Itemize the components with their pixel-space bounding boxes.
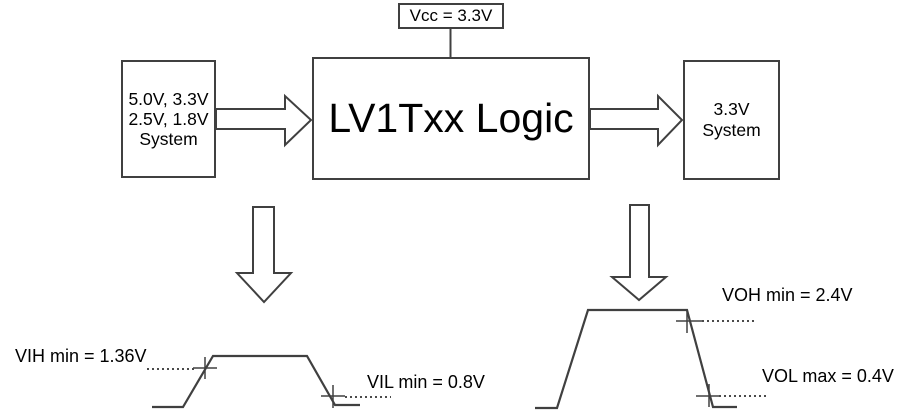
logic-box-label: LV1Txx Logic	[328, 94, 574, 141]
voh-label: VOH min = 2.4V	[722, 285, 853, 305]
output-system-line: 3.3V	[713, 99, 750, 119]
down-arrow-input	[234, 206, 294, 304]
flow-arrow-output	[589, 93, 684, 148]
logic-box: LV1Txx Logic	[312, 57, 590, 180]
vcc-label: Vcc = 3.3V	[409, 5, 493, 25]
input-system-line: System	[139, 129, 198, 149]
vil-label: VIL min = 0.8V	[367, 372, 485, 392]
vol-label: VOL max = 0.4V	[762, 366, 894, 386]
output-system-line: System	[702, 120, 761, 140]
down-arrow-output	[609, 204, 669, 302]
input-system-line: 2.5V, 1.8V	[128, 109, 209, 129]
vil-threshold-tick	[321, 385, 345, 408]
vih-threshold-tick	[193, 357, 217, 379]
vol-threshold-tick	[696, 384, 719, 407]
voh-threshold-tick	[676, 310, 702, 333]
output-system-box: 3.3V System	[683, 60, 780, 180]
vih-label: VIH min = 1.36V	[15, 346, 147, 366]
input-system-line: 5.0V, 3.3V	[128, 89, 209, 109]
flow-arrow-input	[215, 93, 313, 148]
input-system-box: 5.0V, 3.3V 2.5V, 1.8V System	[121, 60, 216, 178]
output-waveform-trace	[535, 308, 737, 410]
vcc-box: Vcc = 3.3V	[398, 3, 504, 29]
input-waveform-trace	[152, 354, 360, 409]
